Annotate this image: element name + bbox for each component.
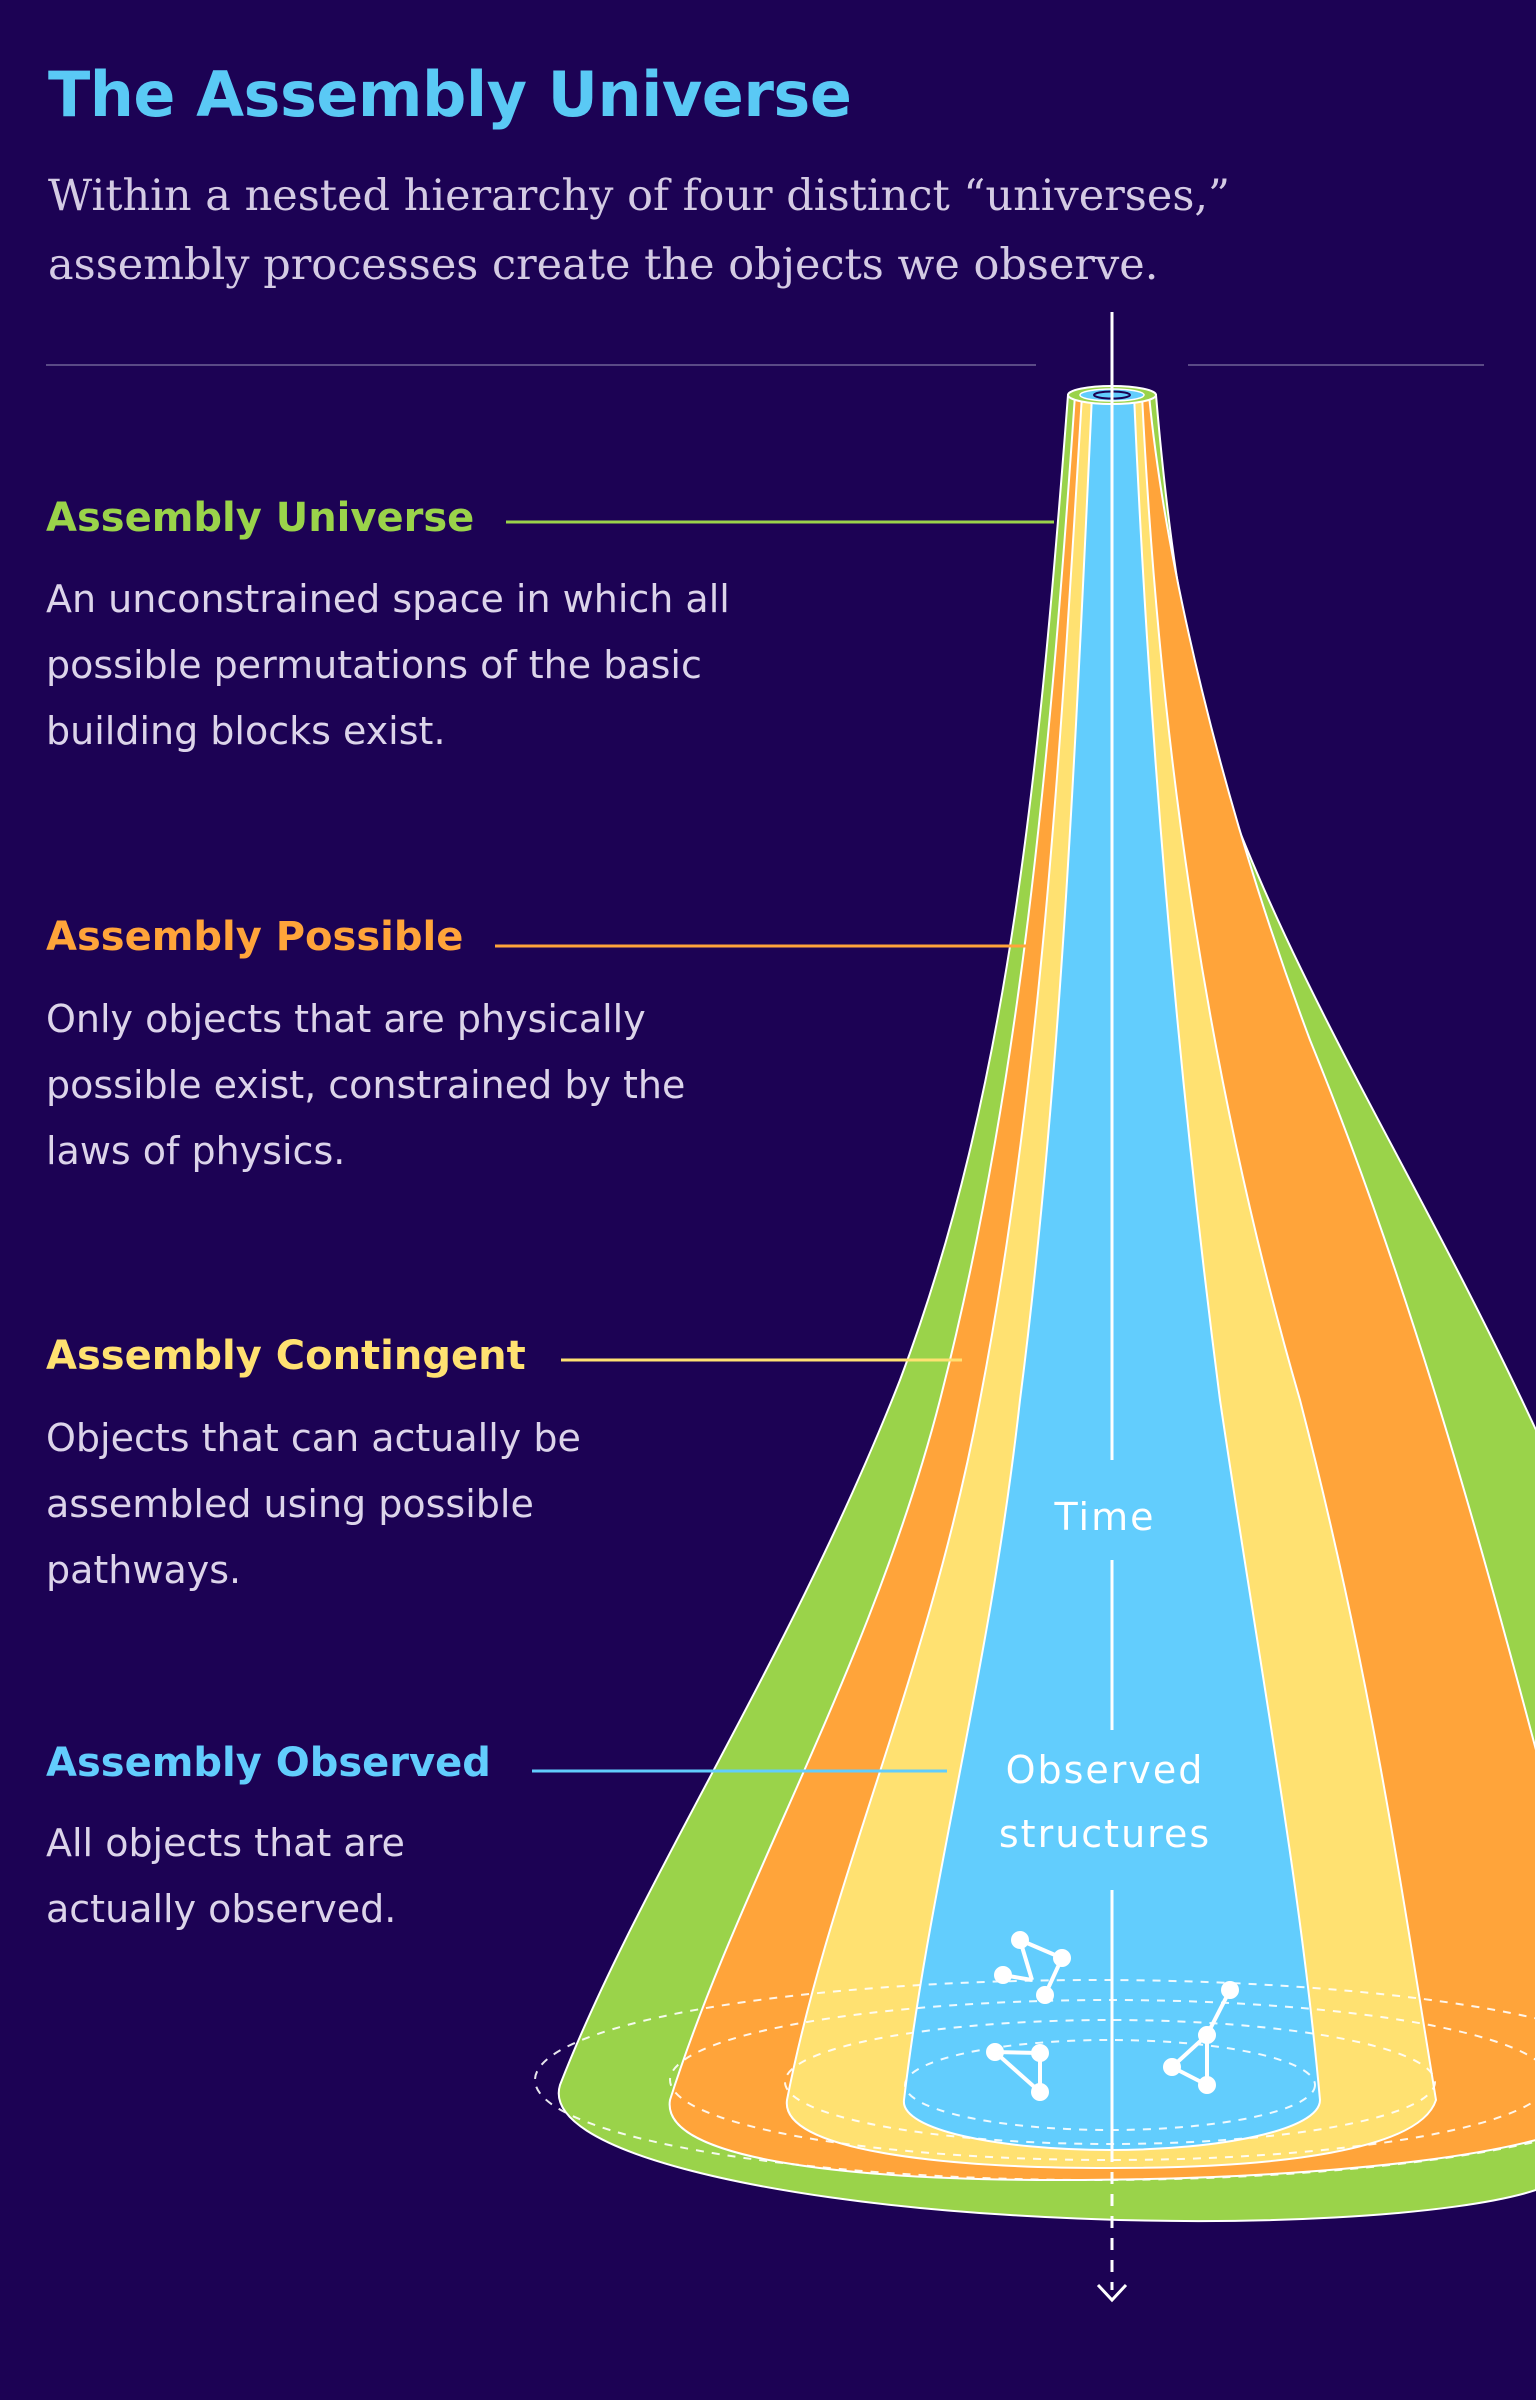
section-title-contingent: Assembly Contingent bbox=[46, 1333, 526, 1379]
observed-structures-line-2: structures bbox=[998, 1812, 1212, 1856]
section-desc-possible: Only objects that are physically possibl… bbox=[46, 997, 686, 1173]
dashed-ring-contingent bbox=[784, 2019, 1436, 2145]
molecule-icon bbox=[994, 1931, 1071, 2004]
page-subtitle: Within a nested hierarchy of four distin… bbox=[48, 171, 1231, 290]
molecule-icon bbox=[986, 2043, 1049, 2101]
dashed-ring-universe bbox=[534, 1979, 1536, 2181]
section-desc-contingent: Objects that can actually be assembled u… bbox=[46, 1416, 581, 1592]
time-arrow-head bbox=[1096, 2283, 1128, 2303]
page-title: The Assembly Universe bbox=[48, 58, 852, 131]
time-axis-label: Time bbox=[1054, 1495, 1156, 1539]
dashed-ring-possible bbox=[669, 1999, 1536, 2161]
header-divider-right bbox=[1188, 364, 1484, 366]
header-divider-left bbox=[46, 364, 1036, 366]
section-desc-observed: All objects that are actually observed. bbox=[46, 1821, 405, 1931]
section-title-observed: Assembly Observed bbox=[46, 1740, 491, 1786]
section-desc-universe: An unconstrained space in which all poss… bbox=[46, 577, 730, 753]
dashed-ring-observed bbox=[904, 2039, 1316, 2131]
section-title-possible: Assembly Possible bbox=[46, 914, 464, 960]
section-title-universe: Assembly Universe bbox=[46, 495, 475, 541]
observed-structures-label: Observed structures bbox=[955, 1738, 1255, 1866]
molecule-icon bbox=[1163, 1981, 1239, 2094]
observed-structures-line-1: Observed bbox=[1005, 1748, 1205, 1792]
